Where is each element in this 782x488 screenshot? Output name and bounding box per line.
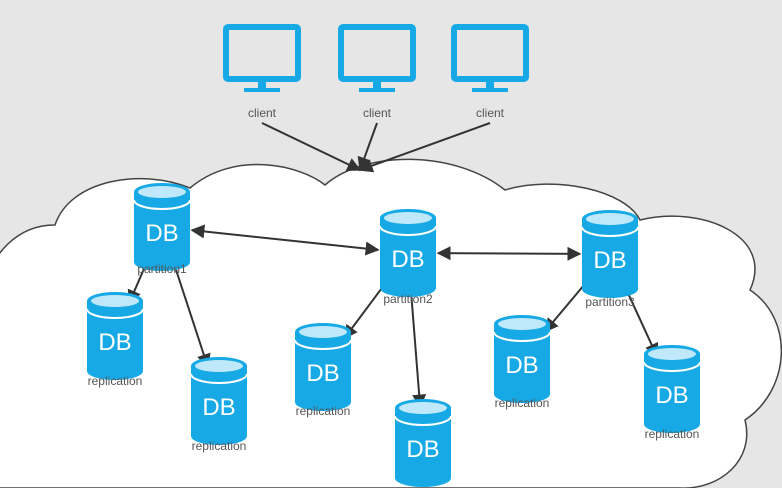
client-node: client	[223, 24, 301, 120]
replica-label: replication	[296, 404, 351, 418]
clients-layer: client client client	[223, 24, 529, 120]
replica-label: replication	[192, 439, 247, 453]
arrow-p2-r2a	[343, 282, 387, 340]
replica-label: replication	[88, 374, 143, 388]
partition-label: partition3	[585, 295, 635, 309]
db-node-r3b: DB replication	[643, 345, 701, 441]
db-text: DB	[145, 220, 178, 247]
db-text: DB	[306, 360, 339, 387]
db-node-r1a: DB replication	[86, 292, 144, 388]
db-node-r1b: DB replication	[190, 357, 248, 453]
partition-label: partition1	[137, 262, 187, 276]
database-icon	[294, 323, 352, 411]
db-node-r2b: DB	[394, 399, 452, 487]
arrow-p3-r3b	[624, 288, 659, 358]
arrow-p2-r2b	[409, 290, 427, 409]
monitor-icon	[223, 24, 301, 92]
database-icon	[394, 399, 452, 487]
database-icon	[493, 315, 551, 403]
arrow-c1-cloud	[261, 122, 362, 171]
db-text: DB	[98, 329, 131, 356]
client-label: client	[248, 106, 277, 120]
db-node-p1: DB partition1	[133, 183, 191, 276]
db-node-r3a: DB replication	[493, 315, 551, 410]
client-label: client	[476, 106, 505, 120]
database-icon	[133, 183, 191, 271]
db-text: DB	[505, 352, 538, 379]
db-node-p3: DB partition3	[581, 210, 639, 309]
replica-label: replication	[645, 427, 700, 441]
replica-label: replication	[495, 396, 550, 410]
database-icon	[379, 209, 437, 297]
monitor-icon	[451, 24, 529, 92]
db-node-p2: DB partition2	[379, 209, 437, 306]
database-icon	[643, 345, 701, 433]
arrow-p1-r1b	[172, 262, 211, 369]
db-node-r2a: DB replication	[294, 323, 352, 418]
db-text: DB	[391, 246, 424, 273]
database-icon	[581, 210, 639, 298]
edges-layer	[127, 122, 659, 409]
partition-label: partition2	[383, 292, 433, 306]
database-icon	[86, 292, 144, 380]
bidirectional-arrow-p2-p3	[436, 246, 582, 261]
db-text: DB	[593, 247, 626, 274]
arrow-p3-r3a	[544, 282, 587, 333]
client-node: client	[451, 24, 529, 120]
database-icon	[190, 357, 248, 445]
db-text: DB	[655, 382, 688, 409]
db-text: DB	[202, 394, 235, 421]
client-label: client	[363, 106, 392, 120]
db-text: DB	[406, 436, 439, 463]
monitor-icon	[338, 24, 416, 92]
arrow-c3-cloud	[358, 122, 491, 173]
client-node: client	[338, 24, 416, 120]
bidirectional-arrow-p1-p2	[190, 224, 380, 256]
